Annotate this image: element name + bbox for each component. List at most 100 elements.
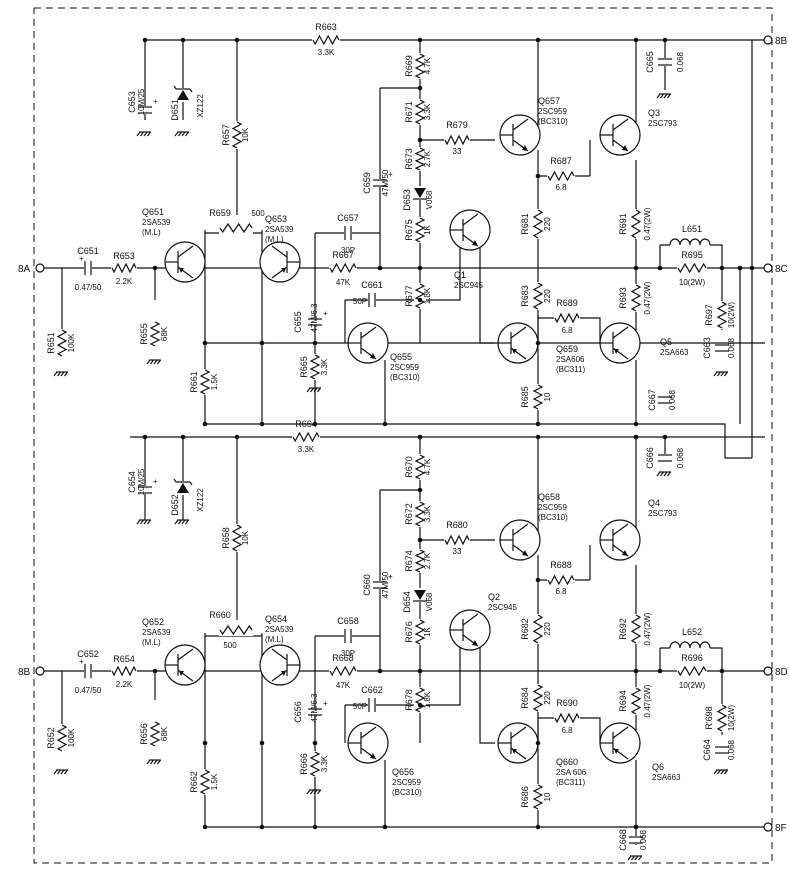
resistor-r664 — [292, 431, 320, 443]
terminal-8d-node[interactable] — [763, 666, 773, 676]
label-r673-ref: R673 — [404, 148, 414, 170]
label-r688-ref: R688 — [550, 560, 572, 570]
label-r694-ref: R694 — [618, 690, 628, 712]
label-c662-value: 50P — [353, 702, 367, 711]
label-l651-ref: L651 — [682, 224, 702, 234]
label-r681-value: 220 — [543, 217, 552, 231]
junction-dot — [535, 340, 541, 346]
capacitor-c668 — [628, 836, 644, 844]
label-r693-ref: R693 — [618, 287, 628, 309]
capacitor-c656: + — [307, 699, 328, 716]
transistor-q654 — [259, 644, 301, 686]
label-r680-ref: R680 — [446, 520, 468, 530]
resistor-r698 — [716, 704, 728, 732]
junction-dot — [152, 265, 158, 271]
label-r685-ref: R685 — [520, 386, 530, 408]
label-q658-part: 2SC959 — [538, 503, 567, 512]
transistor-q656 — [347, 722, 389, 764]
label-r680-value: 33 — [453, 547, 462, 556]
label-c655-value: 47M/6.3 — [310, 303, 319, 332]
ground-symbol — [174, 131, 189, 137]
label-q653-note: (M.L) — [265, 235, 284, 244]
label-r652-value: 100K — [67, 728, 76, 747]
junction-dot — [662, 37, 668, 43]
svg-text:+: + — [388, 572, 393, 581]
label-r678-value: 1.8K — [423, 691, 432, 708]
label-q2-part: 2SC945 — [488, 603, 517, 612]
junction-dot — [737, 265, 743, 271]
resistor-r651 — [56, 329, 68, 357]
terminal-8c-node[interactable] — [763, 263, 773, 273]
label-c668-ref: C668 — [618, 829, 628, 851]
svg-text:+: + — [323, 699, 328, 708]
junction-dot — [312, 824, 318, 830]
junction-dot — [417, 702, 423, 708]
svg-text:+: + — [388, 170, 393, 179]
label-q654-part: 2SA539 — [265, 625, 294, 634]
terminal-8b-top-node[interactable] — [763, 35, 773, 45]
label-r683-ref: R683 — [520, 285, 530, 307]
resistor-r658 — [231, 524, 243, 552]
label-q655-ref: Q655 — [390, 352, 412, 362]
resistor-r695 — [677, 262, 707, 274]
label-r667-ref: R667 — [332, 250, 354, 260]
label-d651-ref: D651 — [170, 99, 180, 121]
junction-dot — [142, 434, 148, 440]
resistor-r655 — [149, 321, 161, 347]
junction-dot — [142, 37, 148, 43]
resistor-r662 — [199, 769, 211, 795]
label-r693-value: 0.47(2W) — [643, 281, 652, 314]
junction-dot — [657, 265, 663, 271]
board-outline — [33, 7, 773, 864]
terminal-8f-node[interactable] — [763, 822, 773, 832]
resistor-r671 — [414, 99, 426, 125]
label-c664-value: 0.068 — [727, 739, 736, 760]
junction-dot — [417, 37, 423, 43]
components: ++++++++ — [35, 34, 773, 861]
ground-symbol — [306, 387, 321, 393]
label-r654-value: 2.2K — [116, 680, 133, 689]
label-r679-value: 33 — [453, 147, 462, 156]
terminal-8b-input-node[interactable] — [35, 666, 45, 676]
label-r691-ref: R691 — [618, 213, 628, 235]
label-r657-ref: R657 — [221, 124, 231, 146]
label-r676-value: 1K — [423, 626, 432, 636]
resistor-r687 — [547, 170, 575, 182]
label-r682-ref: R682 — [520, 618, 530, 640]
terminal-8a-node[interactable] — [35, 263, 45, 273]
junction-dot — [535, 740, 541, 746]
terminal-8b-input: 8B — [18, 667, 31, 678]
label-d651-part: XZ122 — [196, 94, 205, 118]
capacitor-c654: + — [137, 477, 158, 494]
svg-text:+: + — [79, 657, 84, 666]
junction-dot — [202, 421, 208, 427]
capacitor-c657 — [344, 225, 352, 241]
label-q5-part: 2SA663 — [660, 348, 689, 357]
capacitor-c662 — [368, 697, 376, 713]
label-q651-note: (M.L) — [142, 228, 161, 237]
label-c651-ref: C651 — [77, 246, 99, 256]
junction-dot — [417, 537, 423, 543]
label-r666-value: 3.3K — [320, 755, 329, 772]
label-c653-ref: C653 — [127, 91, 137, 113]
junction-dot — [417, 434, 423, 440]
label-c667-value: 0.068 — [668, 389, 677, 410]
transistor-q659 — [497, 322, 539, 364]
label-r652-ref: R652 — [46, 727, 56, 749]
resistor-r673 — [414, 147, 426, 171]
label-r668-value: 47K — [336, 681, 351, 690]
capacitor-c652: + — [79, 657, 92, 679]
label-c664-ref: C664 — [702, 739, 712, 761]
label-q657-part: 2SC959 — [538, 107, 567, 116]
label-r662-value: 1.5K — [210, 773, 219, 790]
label-r687-value: 6.8 — [555, 183, 567, 192]
label-c653-value: 10M/25 — [137, 88, 146, 115]
label-c654-value: 10M/25 — [137, 468, 146, 495]
label-c658-value: 30P — [341, 649, 355, 658]
junction-dot — [535, 434, 541, 440]
junction-dot — [535, 824, 541, 830]
label-c661-value: 50P — [353, 297, 367, 306]
resistor-r680 — [444, 534, 470, 546]
label-c652-value: 0.47/50 — [75, 686, 102, 695]
label-c661-ref: C661 — [361, 280, 383, 290]
